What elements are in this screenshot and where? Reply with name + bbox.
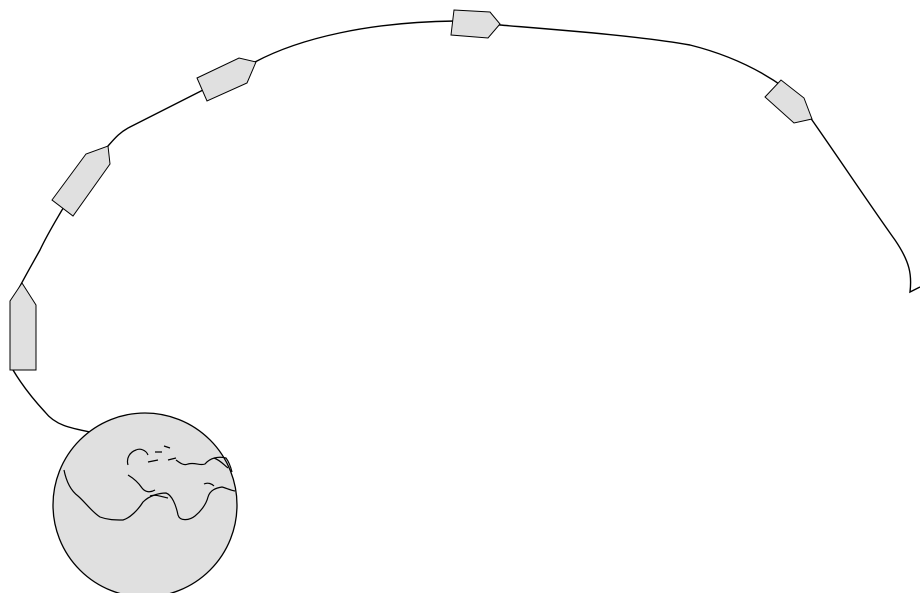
ship-marker-5 [765, 80, 812, 123]
ship-marker-3 [197, 58, 256, 101]
globe-circle [53, 413, 237, 593]
globe [53, 413, 237, 593]
ship-marker-1 [10, 283, 36, 370]
ship-marker-4 [451, 10, 500, 38]
ship-marker-2 [52, 146, 110, 216]
